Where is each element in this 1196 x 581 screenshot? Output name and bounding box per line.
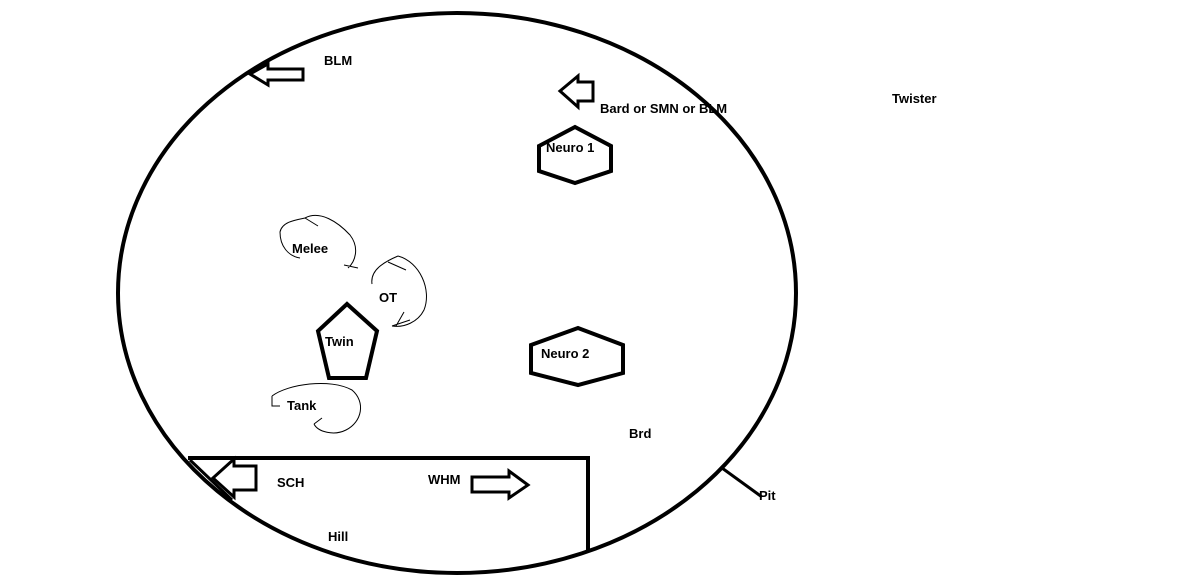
blm-arrow-left-icon: [247, 61, 305, 88]
label-pit: Pit: [759, 488, 776, 503]
neuro2-hexagon-icon: [529, 325, 625, 388]
sch-arrow-left-icon: [210, 455, 258, 501]
label-whm: WHM: [428, 472, 461, 487]
label-twin: Twin: [325, 334, 354, 349]
melee-swirl-icon: [279, 214, 359, 269]
pit-line: [721, 466, 763, 499]
tank-swirl-icon: [271, 382, 361, 434]
label-melee: Melee: [292, 241, 328, 256]
label-neuro1: Neuro 1: [546, 140, 594, 155]
ot-swirl-icon: [371, 255, 427, 327]
label-hill: Hill: [328, 529, 348, 544]
label-bard-smn-blm: Bard or SMN or BLM: [600, 101, 727, 116]
whm-arrow-right-icon: [470, 468, 531, 501]
label-ot: OT: [379, 290, 397, 305]
bard-arrow-left-icon: [557, 72, 595, 111]
twin-pentagon-icon: [315, 301, 380, 380]
neuro1-hexagon-icon: [537, 124, 613, 186]
label-neuro2: Neuro 2: [541, 346, 589, 361]
arena-circle: [116, 11, 798, 575]
label-brd: Brd: [629, 426, 651, 441]
label-sch: SCH: [277, 475, 304, 490]
hill-edge-diagonal: [188, 458, 234, 502]
label-tank: Tank: [287, 398, 317, 413]
label-blm: BLM: [324, 53, 352, 68]
label-twister: Twister: [892, 91, 937, 106]
hill-region: [188, 456, 590, 551]
